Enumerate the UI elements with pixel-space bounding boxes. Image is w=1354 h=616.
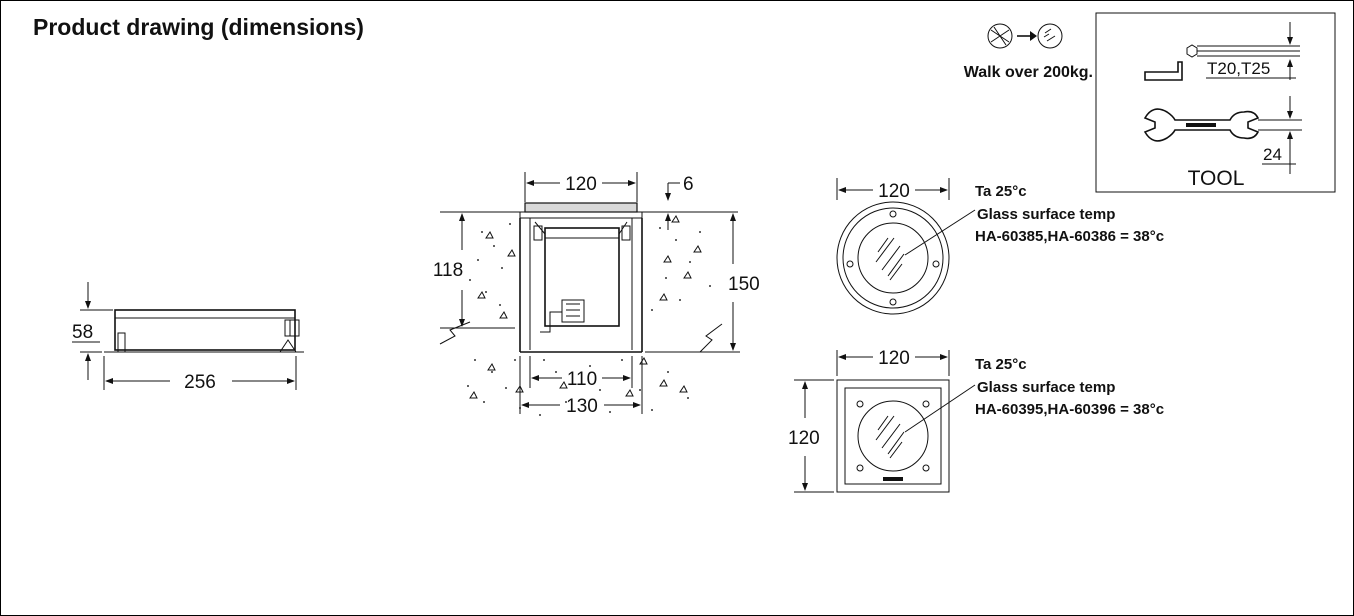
square-width-label: 120 (878, 348, 910, 369)
round-surface-label: Glass surface temp (977, 206, 1115, 223)
tool-label: TOOL (1188, 167, 1245, 190)
round-ambient-label: Ta 25°c (975, 183, 1027, 200)
key-size-label: T20,T25 (1207, 59, 1270, 78)
body-depth-label: 118 (433, 260, 463, 281)
wrench-size-label: 24 (1263, 145, 1282, 164)
luminaire-section (519, 202, 643, 353)
flange-label: 6 (683, 174, 694, 195)
luminaire-top-width-label: 120 (565, 174, 597, 195)
walk-over-icon (987, 23, 1063, 49)
square-surface-label: Glass surface temp (977, 379, 1115, 396)
driver-length-label: 256 (184, 372, 216, 393)
total-depth-label: 150 (728, 274, 760, 295)
tool-box: T20,T25 24 TOOL (1095, 12, 1336, 193)
hex-key-icon (1144, 44, 1300, 81)
round-diameter-label: 120 (878, 181, 910, 202)
inner-width-label: 110 (567, 369, 597, 390)
square-ambient-label: Ta 25°c (975, 356, 1027, 373)
driver-height-label: 58 (72, 322, 93, 343)
driver-box (104, 309, 304, 353)
square-luminaire-top-view (836, 379, 950, 493)
wrench-icon (1143, 108, 1302, 142)
walk-over-label: Walk over 200kg. (964, 64, 1093, 81)
round-luminaire-top-view (836, 201, 950, 315)
square-height-label: 120 (788, 428, 820, 449)
square-models-label: HA-60395,HA-60396 = 38°c (975, 401, 1164, 418)
outer-width-label: 130 (566, 396, 598, 417)
round-models-label: HA-60385,HA-60386 = 38°c (975, 228, 1164, 245)
page-title: Product drawing (dimensions) (33, 14, 364, 40)
